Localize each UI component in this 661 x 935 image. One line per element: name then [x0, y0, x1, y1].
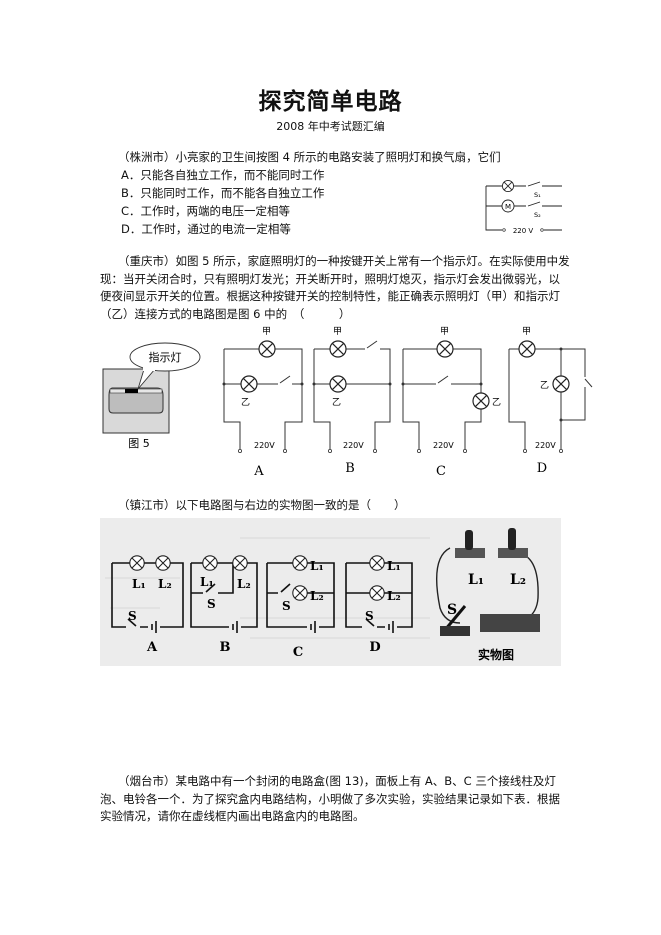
figure-5-switch: 指示灯 图 5 — [102, 342, 201, 450]
switch-s2-label: S₂ — [534, 211, 541, 219]
lamp-jia-label: 甲 — [440, 326, 449, 337]
option-c-label: C — [436, 464, 446, 479]
q1-stem: （株洲市）小亮家的卫生间按图 4 所示的电路安装了照明灯和换气扇，它们 — [118, 150, 501, 164]
figure-4-circuit: M S₁ S₂ 220 V — [485, 179, 562, 235]
option-b-label: B — [220, 640, 231, 655]
lamp-icon — [129, 555, 145, 571]
l1-label: L₁ — [387, 559, 401, 573]
lamp-icon — [240, 375, 258, 393]
lamp-icon — [436, 340, 454, 358]
lamp-icon — [501, 179, 515, 193]
lamp-icon — [292, 555, 308, 571]
motor-icon — [501, 199, 515, 213]
indicator-light-label: 指示灯 — [149, 350, 182, 364]
option-a-label: A — [146, 640, 158, 655]
q2-text: （重庆市）如图 5 所示，家庭照明灯的一种按键开关上常有一个指示灯。在实际使用中… — [100, 254, 570, 321]
figure-5-caption: 图 5 — [128, 437, 150, 450]
l1-label: L₁ — [200, 575, 214, 589]
motor-label: M — [505, 203, 511, 211]
voltage-label: 220 V — [513, 227, 534, 235]
lamp-yi-label: 乙 — [332, 397, 341, 408]
lamp-icon — [232, 555, 248, 571]
l2-label: L₂ — [237, 577, 251, 591]
voltage-label: 220V — [535, 441, 556, 450]
s-label: S — [282, 599, 291, 613]
l2-label: L₂ — [310, 589, 324, 603]
lamp-icon — [155, 555, 171, 571]
voltage-label: 220V — [343, 441, 364, 450]
option-b-label: B — [345, 461, 355, 476]
l1-label: L₁ — [132, 577, 146, 591]
s-label: S — [447, 602, 457, 618]
l2-label: L₂ — [510, 572, 526, 588]
l1-label: L₁ — [468, 572, 484, 588]
physical-circuit-photo: L₁ L₂ S 实物图 — [435, 528, 540, 662]
figure-zhenjiang-circuits: L₁ L₂ S L₁ L₂ S L₁ L₂ S L₁ L₂ S A B C D … — [100, 518, 561, 666]
switch-s1-label: S₁ — [534, 191, 541, 199]
q1-option-c: C．工作时，两端的电压一定相等 — [121, 204, 291, 218]
lamp-icon — [518, 340, 536, 358]
lamp-icon — [472, 392, 490, 410]
lamp-icon — [552, 375, 570, 393]
lamp-icon — [202, 555, 218, 571]
lamp-yi-label: 乙 — [492, 397, 501, 408]
q4-text: （烟台市）某电路中有一个封闭的电路盒(图 13)，面板上有 A、B、C 三个接线… — [100, 774, 560, 823]
l1-label: L₁ — [310, 559, 324, 573]
lamp-jia-label: 甲 — [522, 326, 531, 337]
voltage-label: 220V — [254, 441, 275, 450]
lamp-icon — [369, 585, 385, 601]
q1-option-a: A．只能各自独立工作，而不能同时工作 — [121, 168, 325, 182]
voltage-label: 220V — [433, 441, 454, 450]
option-c-label: C — [293, 645, 303, 660]
s-label: S — [365, 609, 374, 623]
lamp-icon — [329, 340, 347, 358]
lamp-jia-label: 甲 — [262, 326, 271, 337]
photo-caption: 实物图 — [478, 647, 514, 662]
figures-5-6: 指示灯 图 5 甲 乙 甲 乙 甲 乙 甲 乙 220V 220V 220V 2… — [102, 326, 593, 479]
q1-option-b: B．只能同时工作，而不能各自独立工作 — [121, 186, 325, 200]
lamp-icon — [258, 340, 276, 358]
lamp-icon — [329, 375, 347, 393]
s-label: S — [207, 597, 216, 611]
lamp-icon — [369, 555, 385, 571]
q1-option-d: D．工作时，通过的电流一定相等 — [121, 222, 291, 236]
q3-text: （镇江市）以下电路图与右边的实物图一致的是（ ） — [118, 498, 406, 512]
l2-label: L₂ — [158, 577, 172, 591]
s-label: S — [128, 609, 137, 623]
page-subtitle: 2008 年中考试题汇编 — [276, 120, 385, 133]
option-d-label: D — [369, 640, 380, 655]
option-a-label: A — [253, 464, 264, 479]
option-d-label: D — [537, 461, 547, 476]
lamp-yi-label: 乙 — [540, 380, 549, 391]
lamp-yi-label: 乙 — [241, 397, 250, 408]
page-title: 探究简单电路 — [258, 88, 403, 115]
lamp-icon — [292, 585, 308, 601]
l2-label: L₂ — [387, 589, 401, 603]
lamp-jia-label: 甲 — [333, 326, 342, 337]
